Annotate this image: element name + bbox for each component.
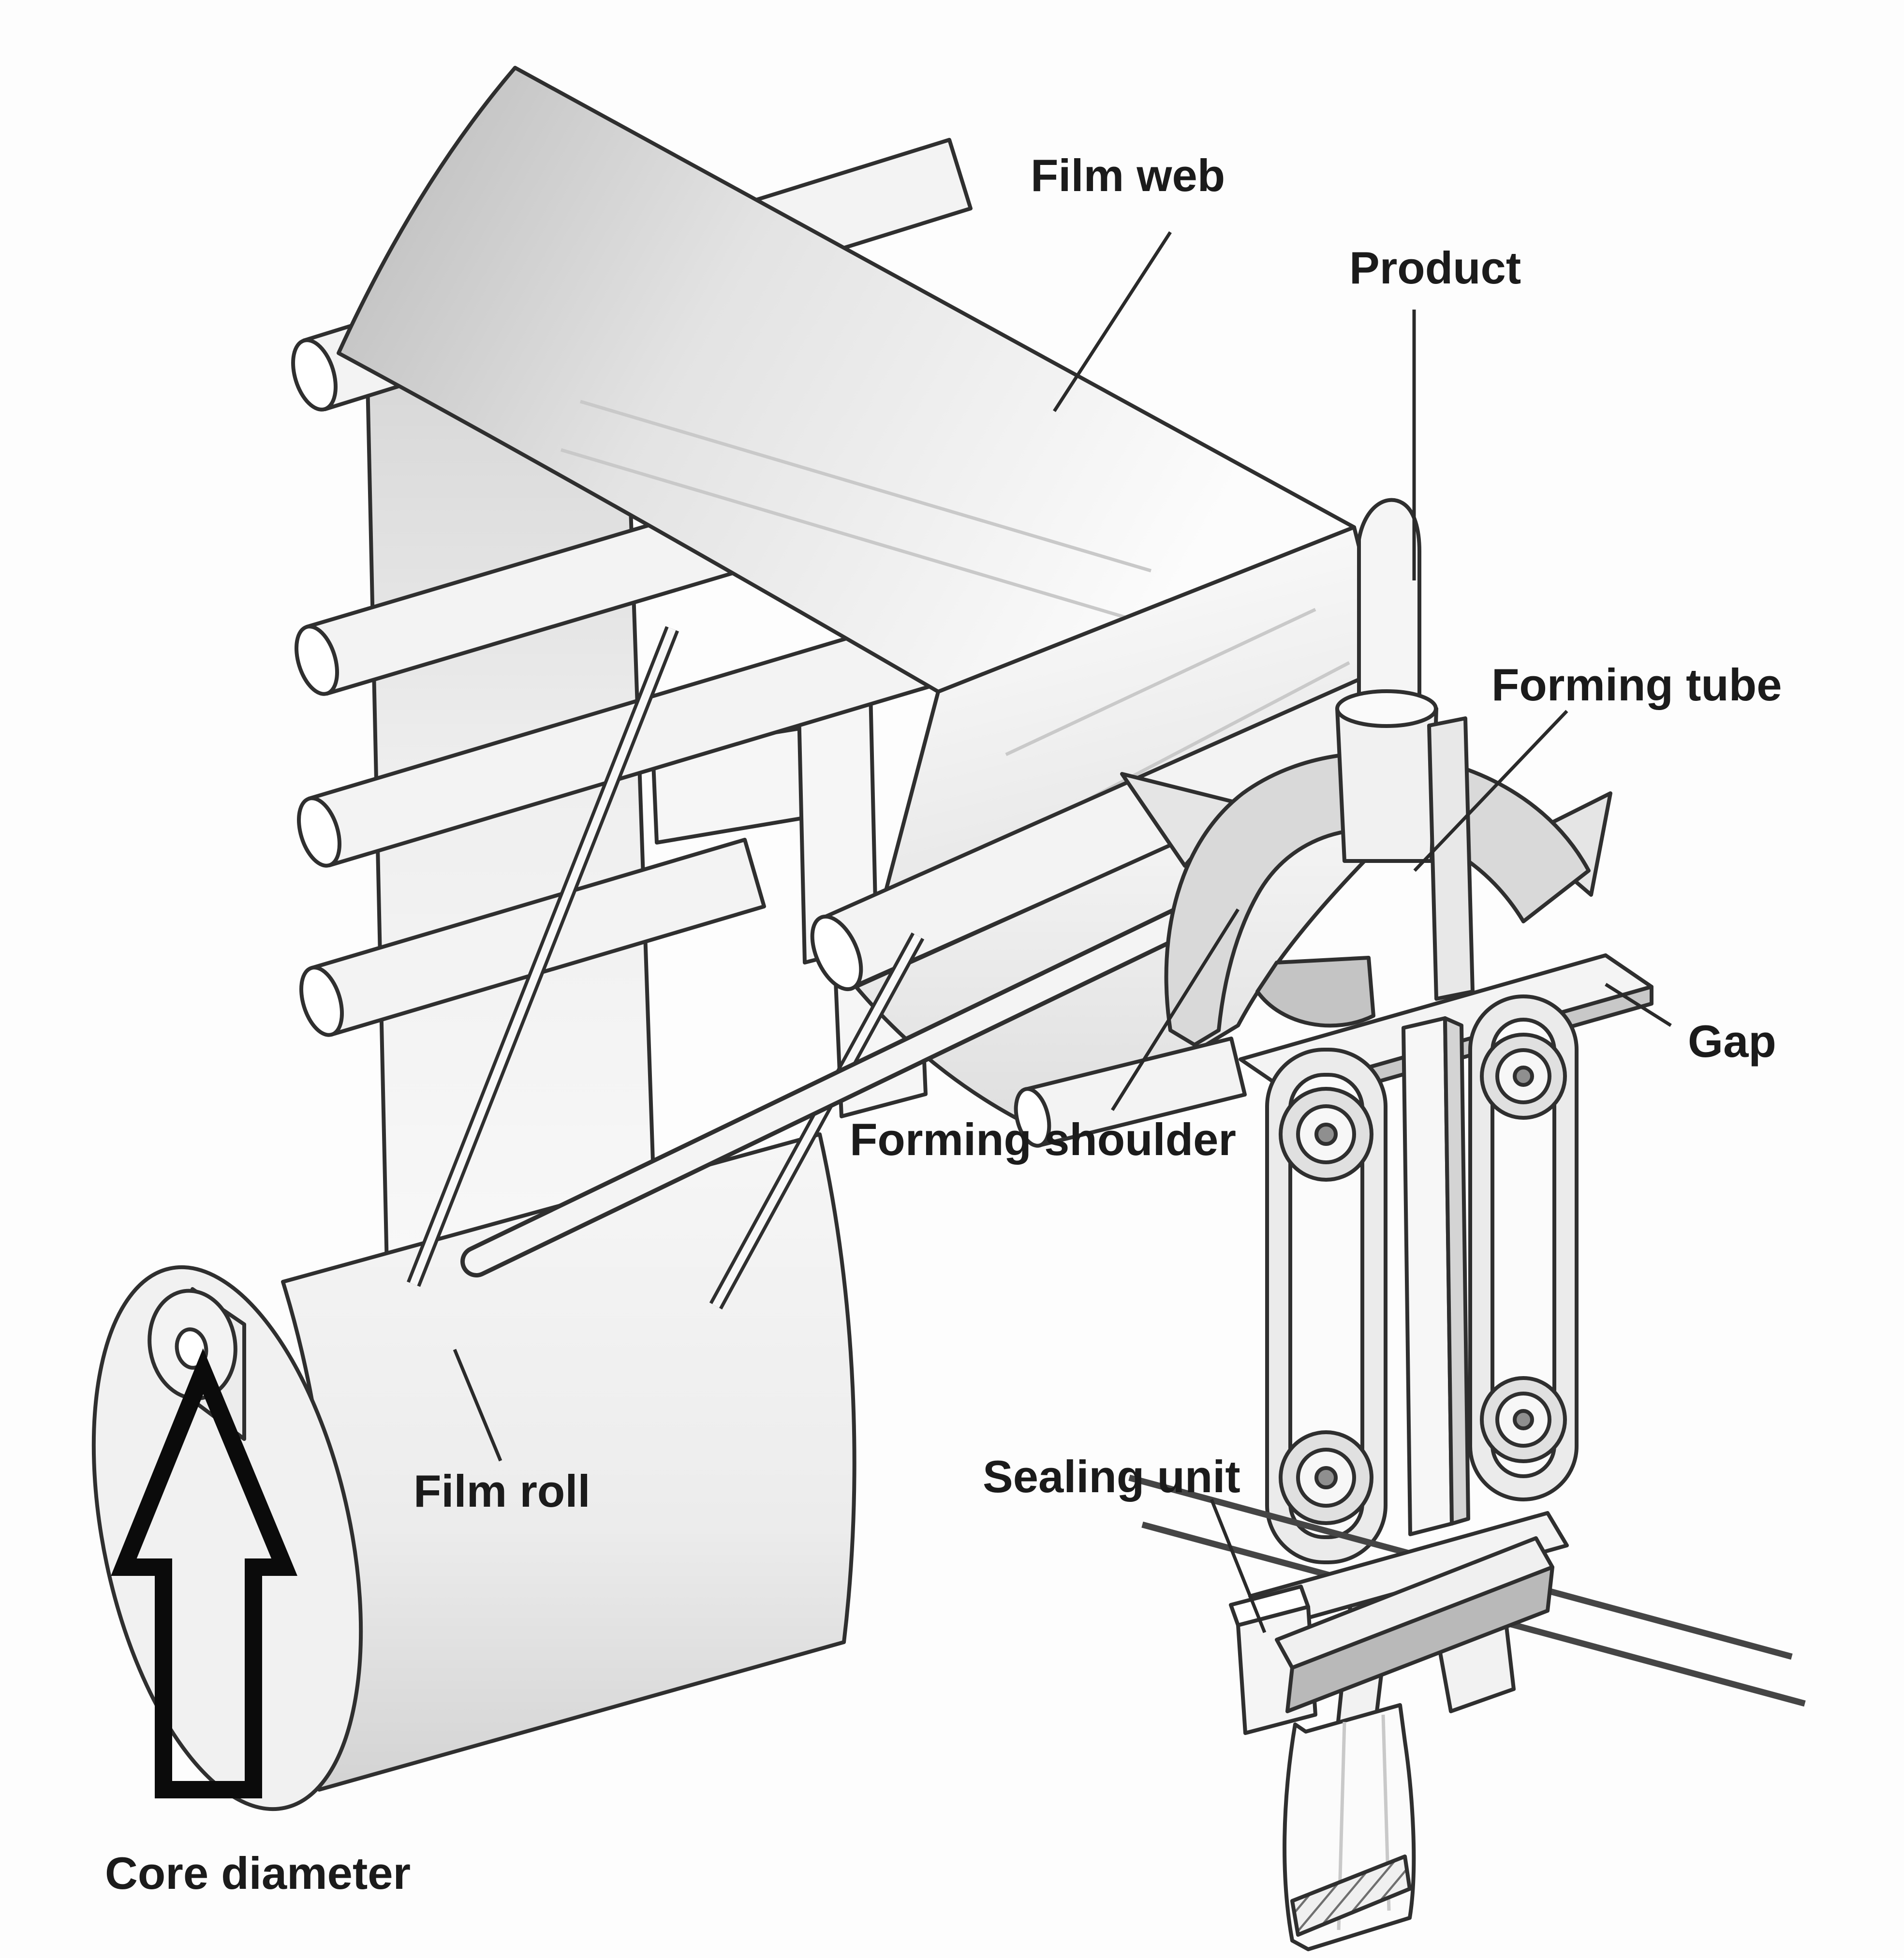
leader-lines (453, 231, 1672, 1633)
sealing-unit-leader-line (1210, 1498, 1267, 1633)
forming-tube-leader-line (1413, 710, 1568, 872)
labels: Film web Product Forming tube Gap Formin… (105, 150, 1782, 1899)
right-belt-unit (1468, 994, 1579, 1501)
bag-bottom-seal (1290, 1854, 1412, 1937)
sealing-unit (1229, 1511, 1569, 1735)
core-diameter-arrow (111, 1348, 297, 1798)
gap-label: Gap (1688, 1016, 1776, 1067)
finished-bag (1283, 1703, 1416, 1951)
dancer-rods (407, 626, 1210, 1310)
left-belt-unit (1265, 1048, 1387, 1564)
film-roll (91, 1132, 856, 1811)
forming-tube (1335, 689, 1475, 1001)
film-roll-label: Film roll (413, 1466, 590, 1516)
film-edge-guide-bar (1427, 716, 1475, 1001)
film-roll-leader-line (453, 1349, 502, 1462)
film-web-label: Film web (1031, 150, 1225, 201)
forming-shoulder (1120, 751, 1612, 1047)
film-web-top-sheet (337, 66, 1356, 694)
film-web-leader-line (1053, 231, 1172, 412)
product-pipe (1357, 498, 1421, 708)
front-seal-jaw (1285, 1565, 1554, 1713)
core-hole (175, 1327, 208, 1370)
core-diameter-label: Core diameter (105, 1848, 411, 1899)
idler-roller (1014, 1037, 1247, 1148)
forming-tube-label: Forming tube (1491, 659, 1782, 710)
sealing-unit-label: Sealing unit (983, 1451, 1240, 1502)
gap-leader-line (1605, 983, 1672, 1027)
pull-belts (1265, 994, 1579, 1564)
product-label: Product (1349, 242, 1521, 293)
forming-shoulder-label: Forming shoulder (850, 1114, 1236, 1165)
forming-shoulder-leader-line (1111, 908, 1240, 1111)
